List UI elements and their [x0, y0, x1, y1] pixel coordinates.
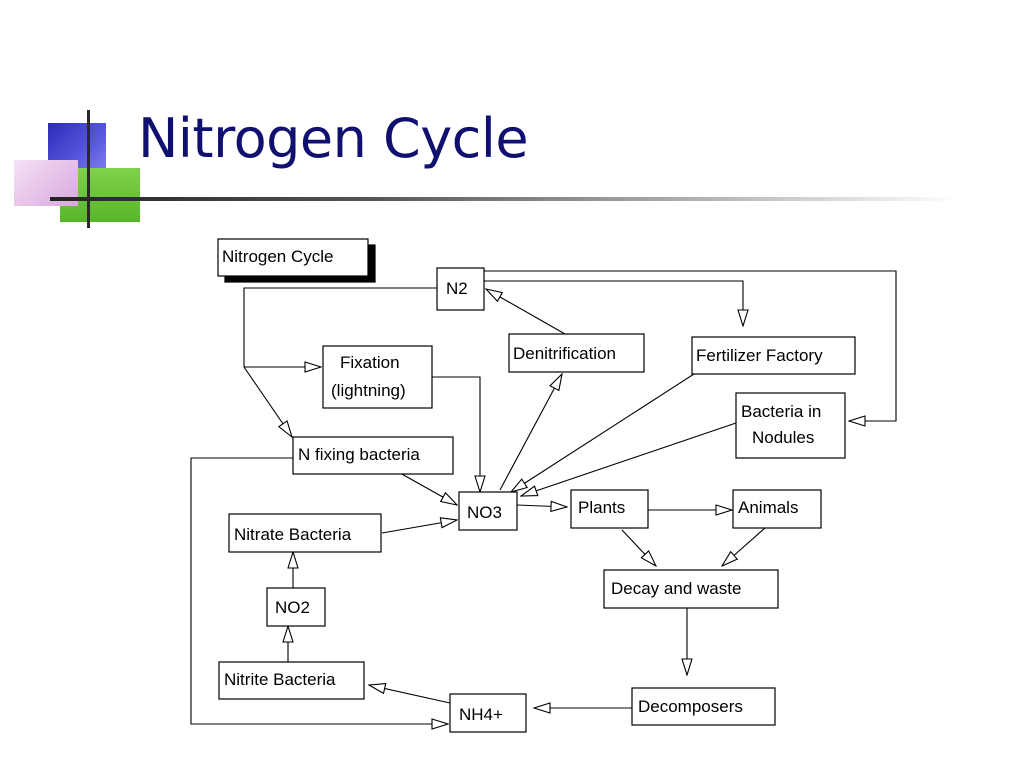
edge-plants-to-decay [621, 529, 656, 566]
node-decomposers: Decomposers [631, 687, 776, 726]
node-no2: NO2 [266, 587, 326, 627]
nitrite-bacteria-label: Nitrite Bacteria [224, 670, 336, 689]
animals-label: Animals [738, 498, 798, 517]
edge-n2-left-trunk [243, 287, 437, 367]
decorative-vertical-line [87, 110, 90, 228]
denitrification-label: Denitrification [513, 344, 616, 363]
edge-nodules-to-no3 [521, 422, 737, 496]
node-no3: NO3 [458, 491, 518, 531]
edge-animals-to-decay [722, 527, 766, 566]
edge-fertilizer-to-no3 [511, 373, 695, 492]
node-fertilizer-factory: Fertilizer Factory [691, 336, 856, 375]
node-nitrate-bacteria: Nitrate Bacteria [228, 513, 382, 553]
node-animals: Animals [732, 489, 822, 529]
edge-nitrate-bacteria-to-no3 [381, 520, 457, 534]
edge-n2-to-nodules [484, 270, 897, 421]
edge-nh4-to-nitrite-bacteria [369, 685, 451, 704]
node-bacteria-nodules: Bacteria in Nodules [735, 392, 846, 459]
edge-no3-to-plants [516, 505, 567, 507]
header-label: Nitrogen Cycle [222, 247, 334, 266]
nodes: Nitrogen Cycle N2 Fixation (lightning) D… [217, 238, 856, 733]
connectors [190, 270, 897, 724]
decomposers-label: Decomposers [638, 697, 743, 716]
node-n2: N2 [436, 267, 485, 311]
node-denitrification: Denitrification [508, 333, 645, 373]
edge-n-fixing-to-no3 [399, 472, 457, 505]
node-fixation: Fixation (lightning) [322, 345, 433, 409]
n2-label: N2 [446, 279, 468, 298]
node-nh4: NH4+ [449, 693, 527, 733]
edge-fixation-to-no3 [432, 376, 480, 492]
fixation-label-line1: Fixation [340, 353, 400, 372]
slide-title: Nitrogen Cycle [138, 107, 529, 170]
nh4-label: NH4+ [459, 705, 503, 724]
node-n-fixing-bacteria: N fixing bacteria [292, 436, 454, 475]
plants-label: Plants [578, 498, 625, 517]
edge-no3-to-denitrification [499, 374, 562, 491]
no2-label: NO2 [275, 598, 310, 617]
nitrate-bacteria-label: Nitrate Bacteria [234, 525, 352, 544]
bacteria-nodules-label-line1: Bacteria in [741, 402, 821, 421]
decay-waste-label: Decay and waste [611, 579, 741, 598]
edge-to-n-fixing-bacteria [243, 366, 292, 437]
fertilizer-factory-label: Fertilizer Factory [696, 346, 823, 365]
title-underline [50, 197, 960, 201]
edge-n-fixing-to-nh4 [190, 457, 448, 724]
node-header: Nitrogen Cycle [217, 238, 376, 283]
fixation-label-line2: (lightning) [331, 381, 406, 400]
node-nitrite-bacteria: Nitrite Bacteria [218, 661, 365, 700]
edge-n2-to-fertilizer [484, 280, 743, 326]
bacteria-nodules-label-line2: Nodules [752, 428, 814, 447]
edge-denitrification-to-n2 [486, 289, 566, 335]
n-fixing-bacteria-label: N fixing bacteria [298, 445, 420, 464]
node-plants: Plants [570, 489, 649, 529]
no3-label: NO3 [467, 503, 502, 522]
node-decay-waste: Decay and waste [603, 569, 779, 609]
